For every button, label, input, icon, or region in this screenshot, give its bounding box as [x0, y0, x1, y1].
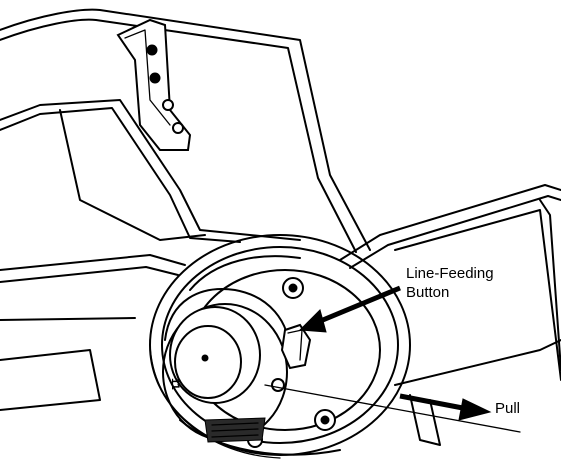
spool-hub: 11 [162, 288, 291, 443]
hub-center-dot [201, 354, 209, 362]
arrow-pull [399, 393, 492, 421]
line-feeding-button-label: Line-Feeding Button [406, 264, 494, 302]
rotation-mark: 11 [169, 378, 181, 390]
trimmer-line [264, 384, 521, 446]
bracket-hole-1 [146, 44, 158, 56]
bracket-screw-1 [162, 99, 174, 111]
label-line-1: Line-Feeding [406, 265, 494, 282]
right-deflector [339, 184, 561, 386]
bracket-hole-2 [149, 72, 161, 84]
guard-shroud [0, 8, 371, 253]
pull-label: Pull [495, 400, 521, 417]
arrow-line-feeding-button [298, 285, 401, 333]
left-arm [0, 254, 186, 411]
bracket-screw-2 [172, 122, 184, 134]
line-feeding-button-part [271, 323, 312, 392]
mounting-bracket [116, 18, 192, 151]
label-line-2: Button [406, 284, 450, 301]
